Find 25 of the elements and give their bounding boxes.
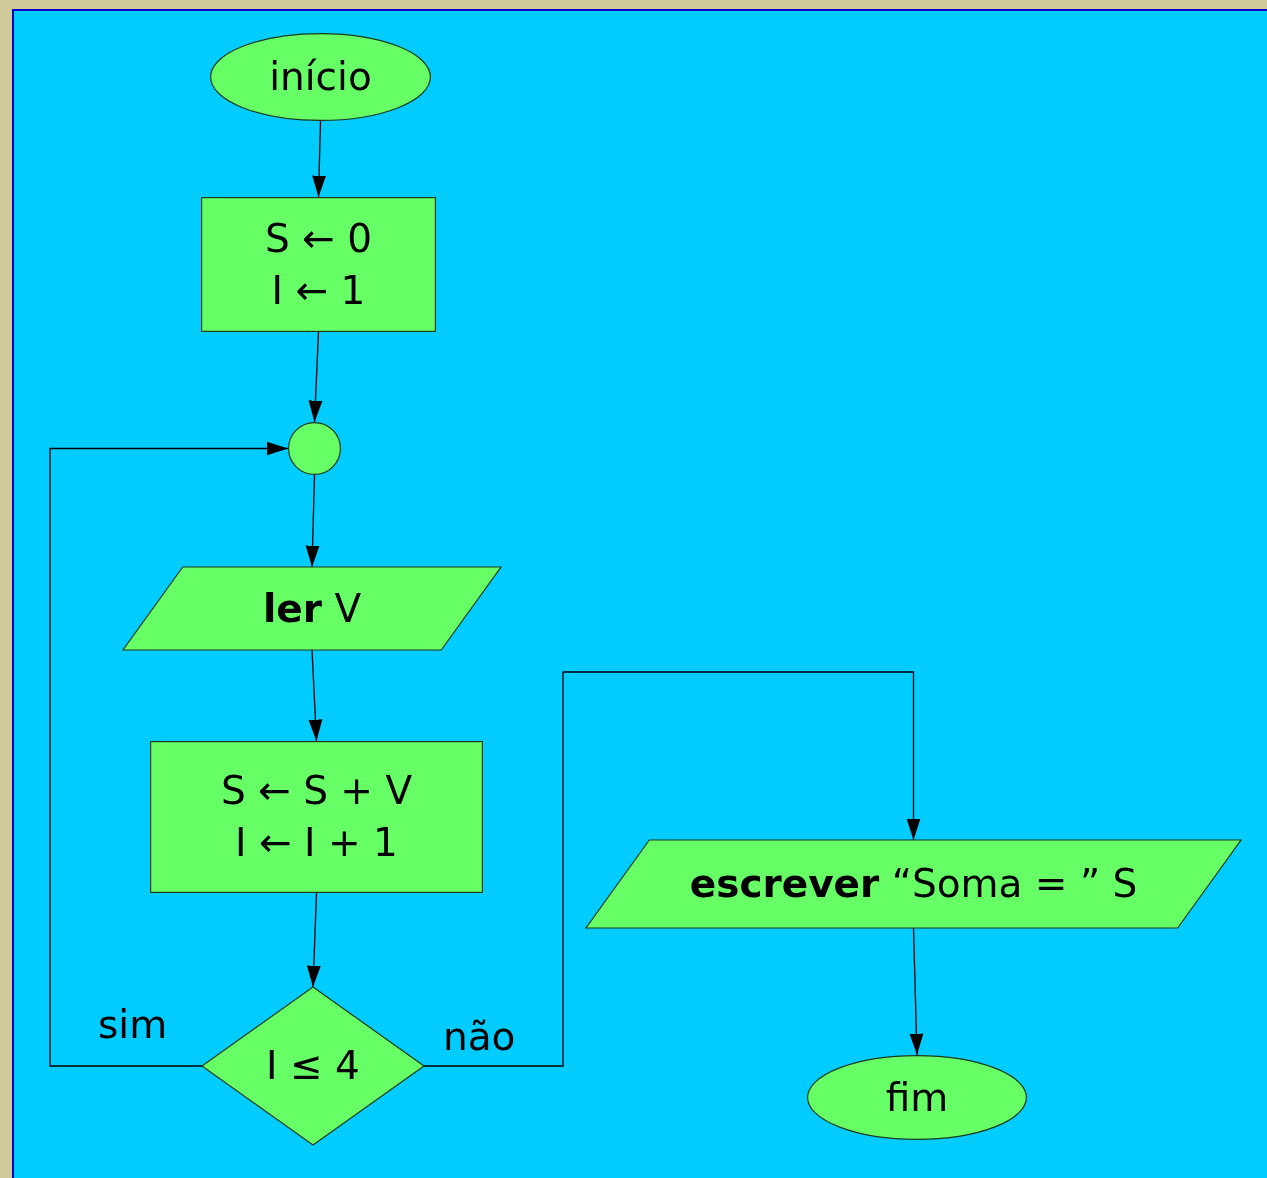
node-text: início (269, 53, 372, 101)
node-text: fim (885, 1073, 949, 1122)
arrow (312, 120, 326, 198)
input-output-parallelogram (586, 840, 1241, 928)
terminal-ellipse (210, 33, 431, 121)
node-text: I ← I + 1 (235, 819, 398, 867)
arrow (909, 927, 924, 1056)
arrow (423, 671, 921, 1067)
node-text: S ← S + V (220, 767, 413, 815)
connector-circle (288, 422, 341, 475)
input-output-parallelogram (123, 567, 501, 650)
node-text: I ← 1 (271, 266, 366, 315)
node-text: escrever “Soma = ” S (689, 860, 1138, 908)
node-text: I ≤ 4 (266, 1042, 360, 1090)
process-box (150, 741, 483, 893)
process-box (201, 197, 436, 332)
node-text: S ← 0 (264, 214, 372, 263)
terminal-ellipse (807, 1055, 1027, 1140)
arrow (305, 474, 320, 568)
arrow (49, 441, 289, 1067)
decision-diamond (202, 987, 424, 1145)
arrow (306, 892, 321, 988)
node-text: ler V (262, 584, 362, 633)
arrow (308, 331, 323, 423)
arrow (308, 649, 323, 742)
